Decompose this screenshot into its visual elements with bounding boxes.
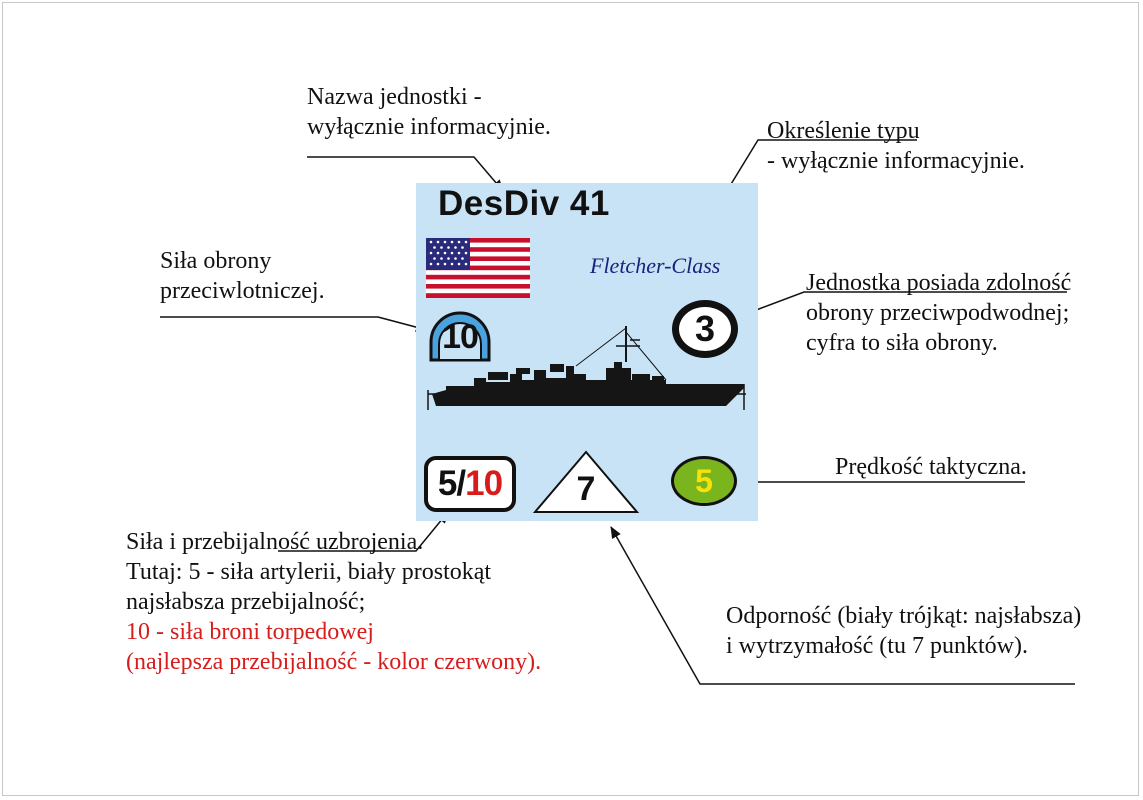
counter-ship-type: Fletcher-Class bbox=[590, 253, 721, 278]
note-speed: Prędkość taktyczna. bbox=[835, 454, 1027, 480]
durability-value: 7 bbox=[576, 470, 596, 508]
speed-value: 5 bbox=[671, 456, 737, 506]
note-armament: Siła i przebijalność uzbrojenia. Tutaj: … bbox=[126, 529, 542, 675]
note-aa: Siła obrony przeciwlotniczej. bbox=[160, 248, 325, 304]
gun-strength: 5/ bbox=[437, 464, 466, 503]
anti-aircraft-dome-icon bbox=[429, 311, 491, 362]
aa-value: 10 bbox=[442, 318, 479, 356]
durability-triangle-icon bbox=[532, 450, 640, 513]
note-type: Określenie typu - wyłącznie informacyjni… bbox=[767, 118, 1025, 174]
armament-value: 5/10 bbox=[424, 456, 516, 512]
asw-value: 3 bbox=[672, 300, 738, 358]
torpedo-strength: 10 bbox=[465, 464, 503, 503]
destroyer-silhouette-icon bbox=[427, 326, 746, 410]
note-durability: Odporność (biały trójkąt: najsłabsza) i … bbox=[726, 603, 1082, 659]
note-unit-name: Nazwa jednostki - wyłącznie informacyjni… bbox=[307, 84, 551, 140]
us-flag-icon bbox=[426, 238, 530, 298]
counter-unit-name: DesDiv 41 bbox=[438, 184, 610, 223]
note-asw: Jednostka posiada zdolność obrony przeci… bbox=[806, 270, 1072, 356]
